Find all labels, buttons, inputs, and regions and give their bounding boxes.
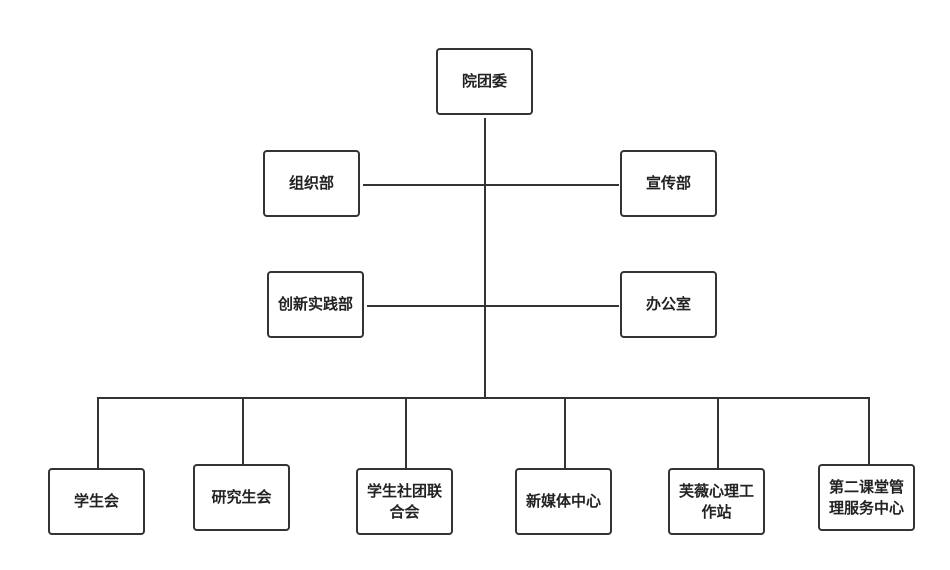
node-department: 宣传部 <box>620 150 717 217</box>
node-unit: 学生会 <box>48 468 145 535</box>
node-label: 学生会 <box>73 492 119 510</box>
node-label: 学生社团联合会 <box>366 481 442 521</box>
node-department: 创新实践部 <box>267 271 364 338</box>
node-label: 芙薇心理工作站 <box>678 481 754 521</box>
node-label: 办公室 <box>645 295 691 313</box>
node-unit: 第二课堂管理服务中心 <box>818 464 915 531</box>
node-unit: 研究生会 <box>193 464 290 531</box>
node-department: 组织部 <box>263 150 360 217</box>
node-label: 宣传部 <box>645 174 691 192</box>
node-label: 研究生会 <box>211 488 272 506</box>
node-label: 第二课堂管理服务中心 <box>828 477 904 517</box>
node-unit: 学生社团联合会 <box>356 468 453 535</box>
node-label: 创新实践部 <box>277 295 353 313</box>
node-root: 院团委 <box>436 48 533 115</box>
node-unit: 芙薇心理工作站 <box>668 468 765 535</box>
node-label: 组织部 <box>288 174 334 192</box>
node-department: 办公室 <box>620 271 717 338</box>
node-unit: 新媒体中心 <box>515 468 612 535</box>
node-label: 新媒体中心 <box>525 492 601 510</box>
node-label: 院团委 <box>461 72 507 90</box>
